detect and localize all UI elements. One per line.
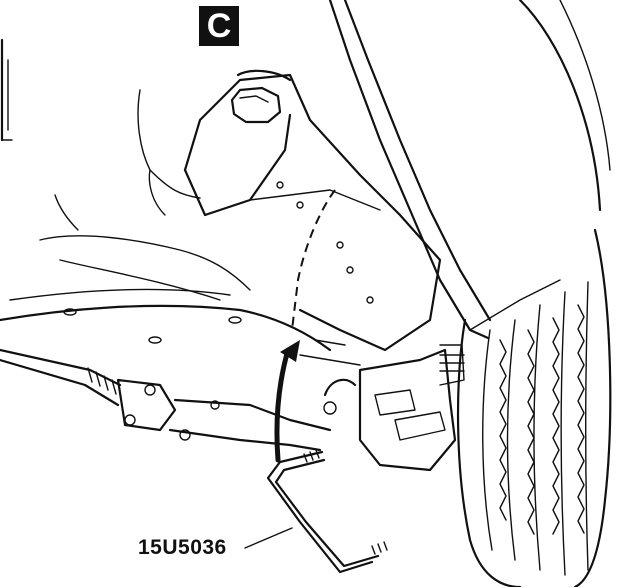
rear-suspension — [299, 339, 465, 472]
wire-tool — [266, 449, 388, 574]
part-number-label: 15U5036 — [138, 536, 227, 559]
hidden-tank-edge — [291, 189, 336, 331]
floor-pan — [0, 89, 332, 352]
insertion-arrow — [274, 340, 300, 463]
part-leader-line — [244, 527, 293, 549]
left-frame-edge — [0, 38, 13, 142]
panel-label: C — [199, 6, 239, 46]
body-side-panel — [328, 0, 611, 340]
filler-nut — [230, 69, 292, 124]
propeller-shaft — [0, 348, 332, 452]
fuel-tank — [183, 73, 442, 352]
rear-tyre — [456, 228, 612, 587]
